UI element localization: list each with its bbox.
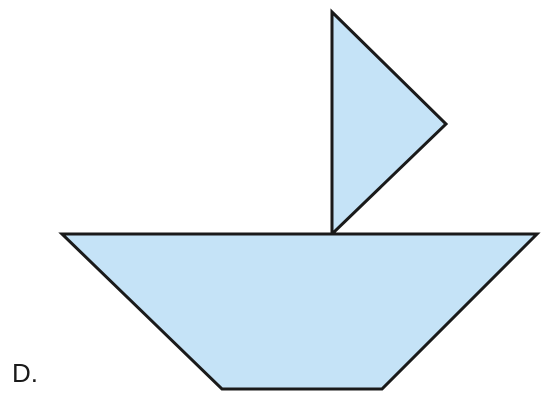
- hull-trapezoid: [62, 234, 537, 389]
- sail-triangle: [332, 12, 446, 234]
- option-label: D.: [12, 358, 38, 388]
